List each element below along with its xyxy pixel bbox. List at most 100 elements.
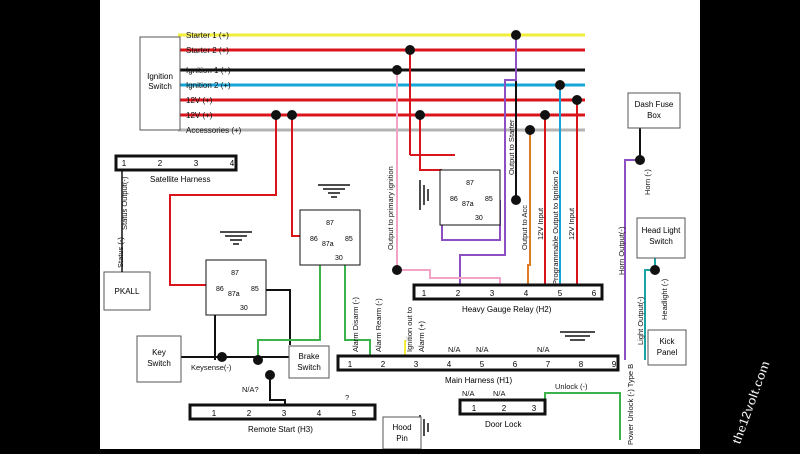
ignition-switch-label-2: Switch bbox=[148, 82, 172, 91]
label-12v-a: 12V (+) bbox=[186, 96, 213, 105]
remote-pins-pin: 4 bbox=[317, 409, 322, 418]
relay3-30: 30 bbox=[475, 215, 483, 222]
kick-panel-label-2: Panel bbox=[657, 348, 678, 357]
power-unlock-label: Power Unlock (-) Type B bbox=[626, 364, 635, 445]
hood-pin-box bbox=[382, 416, 422, 450]
sat-pins-pin: 3 bbox=[194, 159, 199, 168]
remote-pin3-wire bbox=[269, 375, 286, 405]
relay1-87: 87 bbox=[231, 270, 239, 277]
horn-minus-label: Horn (-) bbox=[643, 169, 652, 195]
pkall-box bbox=[103, 271, 151, 311]
dash-fuse-box bbox=[627, 92, 681, 129]
kick-panel-box bbox=[647, 329, 687, 366]
main-pins-pin: 3 bbox=[414, 360, 419, 369]
relay3-85: 85 bbox=[485, 196, 493, 203]
green-alarm-wire bbox=[344, 255, 371, 355]
remote-pins-pin: 3 bbox=[282, 409, 287, 418]
sat-pins-pin: 2 bbox=[158, 159, 163, 168]
main-pins-pin: 4 bbox=[447, 360, 452, 369]
main-pins-pin: 7 bbox=[546, 360, 551, 369]
door-pins: 1 2 3 bbox=[472, 404, 537, 413]
heavy-pins-pin: 6 bbox=[592, 289, 597, 298]
heavy-pins-pin: 4 bbox=[524, 289, 529, 298]
heavy-pins-pin: 2 bbox=[456, 289, 461, 298]
relay2-30: 30 bbox=[335, 255, 343, 262]
head-light-switch-box bbox=[636, 217, 686, 259]
heavy-gauge-connector bbox=[412, 283, 604, 301]
relay1-86: 86 bbox=[216, 286, 224, 293]
dash-fuse-label-1: Dash Fuse bbox=[635, 100, 674, 109]
relay2-87: 87 bbox=[326, 220, 334, 227]
relay3-86-feed bbox=[419, 115, 442, 171]
watermark: the12volt.com bbox=[729, 359, 773, 446]
key-switch-label-2: Switch bbox=[147, 359, 171, 368]
na-label-2: N/A bbox=[476, 345, 489, 354]
bus-wire-labels: Starter 1 (+) Starter 2 (+) Ignition 1 (… bbox=[186, 31, 242, 135]
wire-labels: Status Output(-) Status (-) Output to pr… bbox=[116, 119, 669, 445]
main-pins-pin: 2 bbox=[381, 360, 386, 369]
main-harness-title: Main Harness (H1) bbox=[445, 376, 512, 385]
relay3-87a: 87a bbox=[462, 201, 474, 208]
junction-dots bbox=[217, 30, 660, 380]
label-12v-b: 12V (+) bbox=[186, 111, 213, 120]
kick-panel-label-1: Kick bbox=[659, 337, 675, 346]
door-lock-title: Door Lock bbox=[485, 420, 522, 429]
12v-input-b-label: 12V Input bbox=[567, 207, 576, 240]
relay-1: 87 86 87a 85 30 bbox=[205, 259, 267, 316]
status-minus-label: Status (-) bbox=[116, 237, 125, 268]
heavy-pins-pin: 5 bbox=[558, 289, 563, 298]
head-light-label-1: Head Light bbox=[642, 226, 681, 235]
door-na-label-2: N/A bbox=[493, 389, 506, 398]
na-question-label: N/A? bbox=[242, 385, 259, 394]
main-pins-pin: 5 bbox=[480, 360, 485, 369]
label-ignition1: Ignition 1 (+) bbox=[186, 66, 231, 75]
ground-symbols bbox=[220, 180, 595, 440]
label-accessories: Accessories (+) bbox=[186, 126, 242, 135]
remote-start-title: Remote Start (H3) bbox=[248, 425, 313, 434]
relay2-85: 85 bbox=[345, 236, 353, 243]
main-pins-pin: 6 bbox=[513, 360, 518, 369]
purple-starter-wire bbox=[459, 35, 517, 290]
key-switch-box bbox=[136, 335, 182, 383]
sat-pins-pin: 4 bbox=[230, 159, 235, 168]
output-acc-label: Output to Acc bbox=[520, 205, 529, 250]
door-pins-pin: 3 bbox=[532, 404, 537, 413]
door-lock-connector bbox=[458, 398, 547, 416]
door-pins-pin: 2 bbox=[502, 404, 507, 413]
relay1-85: 85 bbox=[251, 286, 259, 293]
bus-wires bbox=[178, 33, 585, 132]
main-pins-pin: 8 bbox=[579, 360, 584, 369]
brake-label-2: Switch bbox=[297, 363, 321, 372]
brake-switch-box bbox=[288, 345, 330, 379]
remote-pins-pin: 1 bbox=[212, 409, 217, 418]
main-pins-pin: 1 bbox=[348, 360, 353, 369]
head-light-label-2: Switch bbox=[649, 237, 673, 246]
pink-ignition-wire bbox=[396, 70, 501, 290]
door-pins-pin: 1 bbox=[472, 404, 477, 413]
relay1-86-feed bbox=[169, 115, 277, 286]
brake-label-1: Brake bbox=[299, 352, 320, 361]
alarm-plus-label: Alarm (+) bbox=[417, 320, 426, 352]
headlight-minus-label: Headlight (-) bbox=[660, 278, 669, 320]
door-na-label-1: N/A bbox=[462, 389, 475, 398]
hood-label-2: Pin bbox=[396, 434, 408, 443]
paper bbox=[100, 0, 700, 449]
programmable-output-label: Programmable Output to Ignition 2 bbox=[551, 170, 560, 285]
relay2-86: 86 bbox=[310, 236, 318, 243]
label-starter2: Starter 2 (+) bbox=[186, 46, 229, 55]
remote-pins-pin: 5 bbox=[352, 409, 357, 418]
relay1-87a: 87a bbox=[228, 291, 240, 298]
relay3-87: 87 bbox=[466, 180, 474, 187]
ignition-out-label: Ignition out to bbox=[405, 307, 414, 352]
horn-output-label: Horn Output(-) bbox=[617, 226, 626, 275]
heavy-gauge-title: Heavy Gauge Relay (H2) bbox=[462, 305, 552, 314]
12v-input-a-label: 12V Input bbox=[536, 207, 545, 240]
question-label: ? bbox=[345, 393, 349, 402]
relay-2: 87 86 87a 85 30 bbox=[299, 209, 361, 266]
heavy-pins-pin: 1 bbox=[422, 289, 427, 298]
na-label-1: N/A bbox=[448, 345, 461, 354]
